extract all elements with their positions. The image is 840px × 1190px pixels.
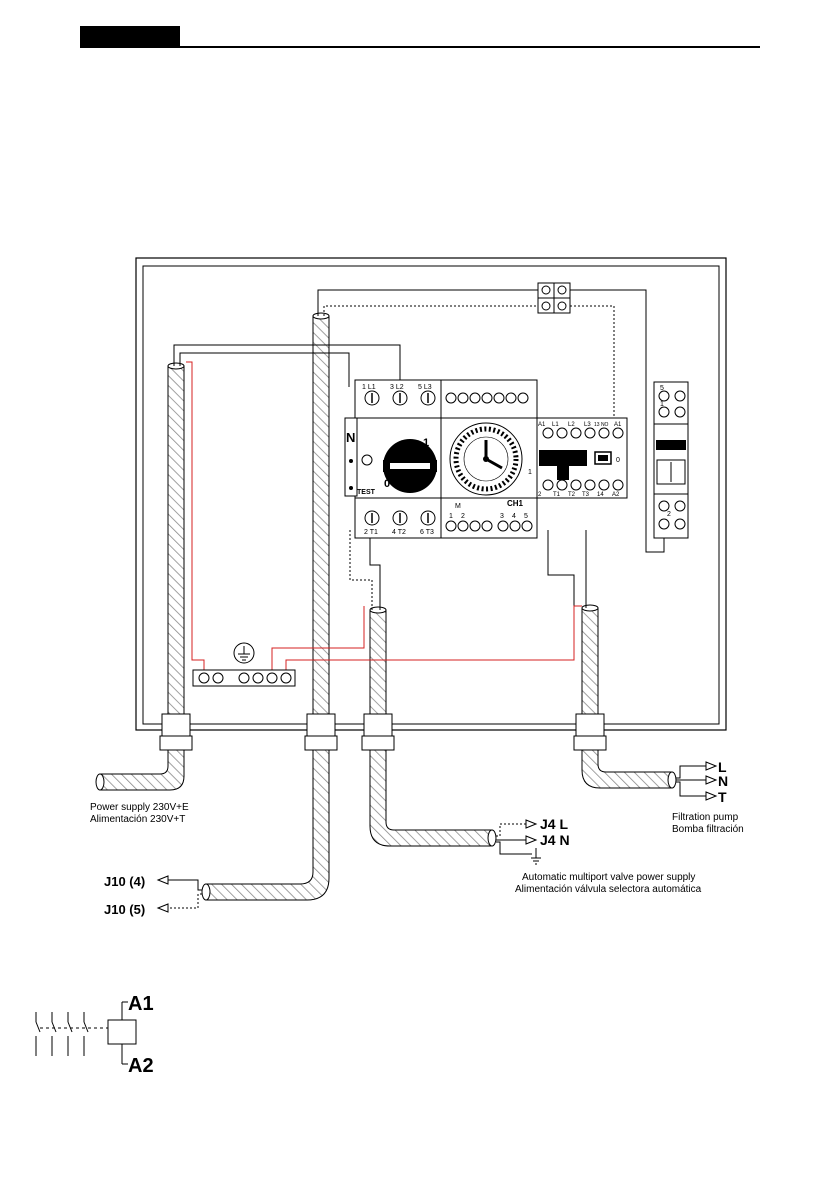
breaker-side-label: N (346, 430, 355, 445)
j4-l-label: J4 L (540, 816, 568, 832)
breaker-top-label-1: 1 L1 (362, 384, 376, 391)
header-tab (80, 26, 180, 48)
coil-a1-label: A1 (128, 993, 154, 1015)
contactor-top-a1: A1 (538, 422, 546, 428)
contactor-bottom-t1: T1 (553, 492, 561, 498)
fuse-holder: 5 1 2 (654, 382, 688, 538)
cable-glands (160, 714, 606, 750)
valve-label-es: Alimentación válvula selectora automátic… (515, 884, 702, 895)
junction-block (538, 283, 570, 313)
contactor-top-l3: L3 (584, 422, 591, 428)
timer-m-label: M (455, 503, 461, 510)
j10-5-label: J10 (5) (104, 902, 145, 917)
contactor-pos-off: 0 (616, 457, 620, 464)
contactor-top-13no: 13 NO (594, 422, 609, 428)
pump-label-en: Filtration pump (672, 812, 739, 823)
contactor-top-l1: L1 (552, 422, 559, 428)
contactor-bottom-a2: A2 (612, 492, 620, 498)
timer-m-term-1: 1 (449, 513, 453, 520)
pump-terminals (676, 762, 716, 800)
contactor-top-l2: L2 (568, 422, 575, 428)
contactor-pos-on: 1 (528, 469, 532, 476)
contactor-top-a1b: A1 (614, 422, 622, 428)
breaker-test-label: TEST (357, 489, 376, 496)
j4-n-label: J4 N (540, 832, 570, 848)
pump-n-label: N (718, 773, 728, 789)
breaker-bottom-label-2: 4 T2 (392, 529, 406, 536)
power-label-en: Power supply 230V+E (90, 802, 189, 813)
fuse-mid-label: 1 (660, 401, 664, 408)
timer: M 1 2 CH1 3 4 5 (441, 380, 537, 538)
timer-m-term-2: 2 (461, 513, 465, 520)
contactor-symbol (36, 1002, 136, 1064)
breaker-top-label-2: 3 L2 (390, 384, 404, 391)
contactor-bottom-14: 14 (597, 492, 604, 498)
breaker-top-label-3: 5 L3 (418, 384, 432, 391)
earth-bar (193, 643, 295, 686)
pump-label-es: Bomba filtración (672, 824, 744, 835)
fuse-bottom-label: 2 (667, 511, 671, 518)
breaker-bottom-label-1: 2 T1 (364, 529, 378, 536)
timer-ch-term-5: 5 (524, 513, 528, 520)
breaker-bottom-label-3: 6 T3 (420, 529, 434, 536)
timer-ch-label: CH1 (507, 499, 524, 508)
contactor-bottom-t2: T2 (568, 492, 576, 498)
contactor-bottom-t3: T3 (582, 492, 590, 498)
motor-breaker: N 1 L1 3 L2 5 L3 2 T1 4 T2 6 T3 1 0 TEST (345, 380, 441, 538)
valve-label-en: Automatic multiport valve power supply (522, 872, 695, 883)
j10-4-label: J10 (4) (104, 874, 145, 889)
coil-a2-label: A2 (128, 1055, 154, 1077)
timer-ch-term-3: 3 (500, 513, 504, 520)
timer-ch-term-4: 4 (512, 513, 516, 520)
breaker-pos-off: 0 (384, 478, 390, 490)
contactor: A1 L1 L2 L3 13 NO A1 1 0 2 T1 T2 T3 14 A… (528, 418, 627, 498)
j4-terminals (496, 820, 541, 864)
j10-terminals (158, 876, 202, 912)
pump-t-label: T (718, 789, 727, 805)
power-label-es: Alimentación 230V+T (90, 814, 185, 825)
breaker-pos-on: 1 (423, 437, 429, 449)
